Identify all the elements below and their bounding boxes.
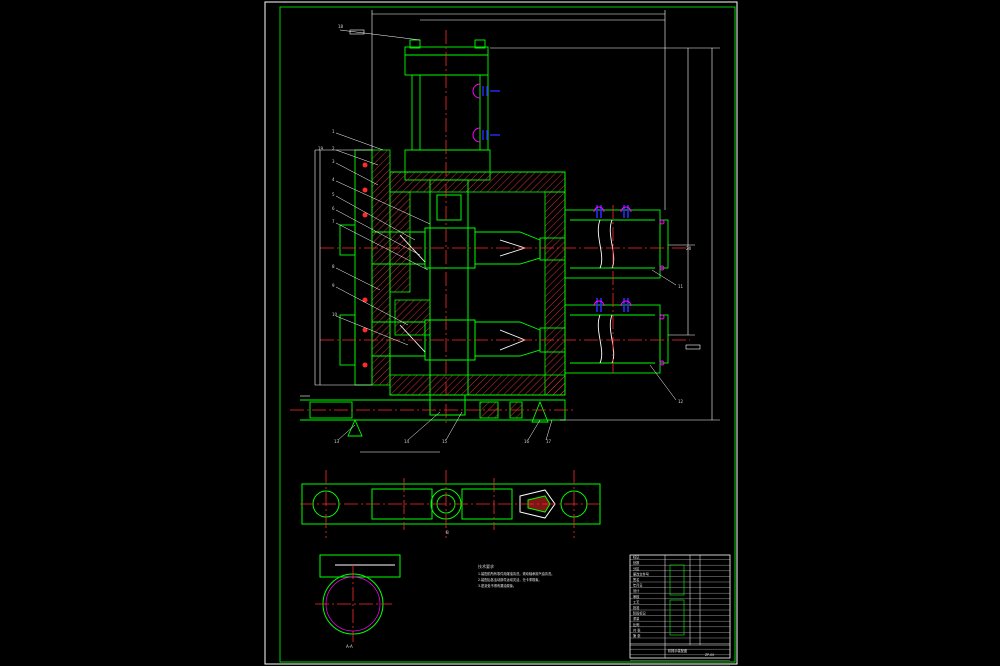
notes-line-2: 2.装配后各活动部件运动灵活，无卡滞现象。 bbox=[478, 577, 542, 582]
leader-label: 9 bbox=[332, 283, 335, 288]
leader-label: 12 bbox=[678, 399, 684, 404]
leader-lines bbox=[335, 29, 677, 441]
notes-line-1: 1.装配前所有零件用煤油清洗，滚动轴承用汽油清洗。 bbox=[478, 571, 554, 576]
leader-label: 17 bbox=[546, 439, 552, 444]
notes-line-3: 3.密封处不得有漏油现象。 bbox=[478, 583, 516, 588]
leader-label: 10 bbox=[332, 312, 338, 317]
right-cylinder-lower bbox=[564, 304, 669, 374]
leader-label: 19 bbox=[318, 146, 324, 151]
title-block-cell: 年月日 bbox=[633, 583, 643, 588]
title-block-cell: 标记 bbox=[633, 555, 640, 560]
dimension-lines bbox=[300, 10, 720, 453]
leader-label: 18 bbox=[338, 24, 344, 29]
leader-label: 15 bbox=[442, 439, 448, 444]
leader-label: 6 bbox=[332, 206, 335, 211]
leader-label: 11 bbox=[678, 284, 684, 289]
title-block-name: 机械手装配图 bbox=[668, 648, 687, 653]
leader-label: 2 bbox=[332, 146, 335, 151]
dimension-frames bbox=[349, 29, 701, 350]
title-block-cell: 阶段标记 bbox=[633, 611, 647, 616]
leader-label: 16 bbox=[524, 439, 530, 444]
technical-notes: 技术要求 1.装配前所有零件用煤油清洗，滚动轴承用汽油清洗。 2.装配后各活动部… bbox=[478, 563, 554, 588]
right-cylinder-caps bbox=[593, 206, 665, 366]
title-block-cell: 第 张 bbox=[633, 633, 641, 638]
title-block-cell: 工艺 bbox=[633, 599, 639, 604]
title-block-cell: 分区 bbox=[633, 566, 640, 571]
flange-bolt-holes bbox=[362, 162, 368, 368]
sheet-border-outer bbox=[264, 1, 738, 665]
notes-heading: 技术要求 bbox=[478, 563, 494, 569]
center-lines bbox=[290, 30, 690, 642]
right-cylinder-upper bbox=[564, 209, 669, 279]
left-flange-plate bbox=[314, 149, 373, 386]
left-jaws bbox=[372, 231, 426, 357]
title-block-cell: 处数 bbox=[633, 560, 640, 565]
leader-label: 13 bbox=[334, 439, 340, 444]
title-block-cell: 批准 bbox=[633, 605, 640, 610]
title-block-cell: 签名 bbox=[633, 577, 639, 582]
leader-label: 7 bbox=[332, 219, 335, 224]
leader-label: 3 bbox=[332, 159, 335, 164]
leader-label: 14 bbox=[404, 439, 410, 444]
cylinder-port-fittings bbox=[472, 83, 481, 143]
view-label: B bbox=[446, 530, 449, 535]
sheet-border-inner bbox=[279, 6, 736, 663]
leader-label: 4 bbox=[332, 177, 335, 182]
title-block-cell: 审核 bbox=[633, 594, 640, 599]
title-block-cell: 设计 bbox=[633, 588, 640, 593]
title-block-cell: 更改文件号 bbox=[633, 571, 649, 576]
leader-label: 1 bbox=[332, 129, 335, 134]
title-block-cell: 共 张 bbox=[633, 627, 641, 632]
main-housing bbox=[371, 149, 566, 396]
section-label: A-A bbox=[346, 644, 353, 649]
leader-label: 5 bbox=[332, 192, 335, 197]
title-block-cell: 重量 bbox=[633, 616, 640, 621]
leader-label: 20 bbox=[686, 246, 692, 251]
title-block-drawing-no: ZP-00 bbox=[705, 653, 714, 657]
top-cylinder bbox=[404, 39, 491, 181]
leader-label: 8 bbox=[332, 264, 335, 269]
cylinder-port-bolts bbox=[482, 86, 500, 140]
title-block-cell: 比例 bbox=[633, 622, 639, 627]
